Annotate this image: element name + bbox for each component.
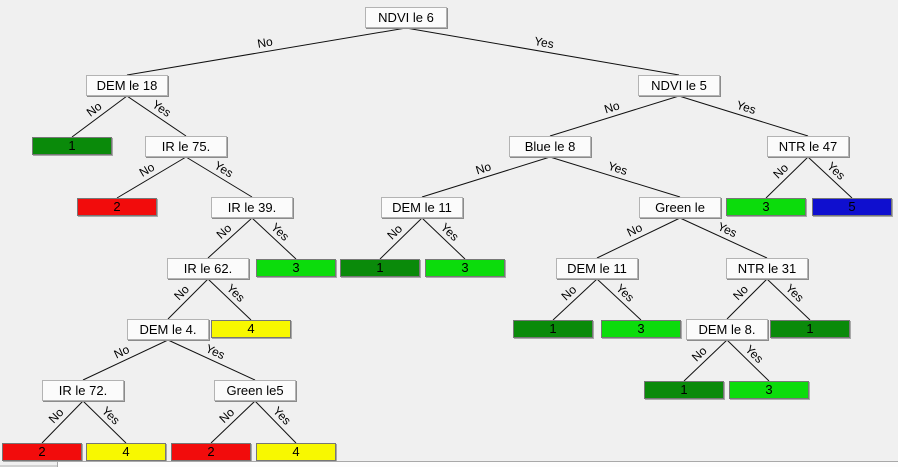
edge-label-yes: Yes [268,220,292,244]
tree-edge [726,339,770,382]
tree-edge [678,95,809,137]
leaf-node-class-1[interactable]: 1 [340,259,420,277]
edge-label-yes: Yes [99,404,123,428]
edge-label-yes: Yes [224,281,248,305]
decision-node-green-le[interactable]: Green le [639,197,721,218]
tree-edge [596,278,642,321]
edge-label-yes: Yes [533,34,555,51]
tree-edge [207,278,252,321]
tree-edge [421,217,466,260]
leaf-node-class-2[interactable]: 2 [171,443,251,461]
decision-node-dem-le-8[interactable]: DEM le 8. [686,319,768,340]
decision-node-ir-le-72[interactable]: IR le 72. [42,380,124,401]
tree-edge [726,278,768,320]
tree-edge [549,156,681,198]
tree-edge [807,156,853,199]
decision-node-dem-le-11[interactable]: DEM le 11 [556,258,638,279]
decision-node-ir-le-39[interactable]: IR le 39. [211,197,293,218]
tree-edge [549,95,680,137]
tree-edge [167,278,209,320]
leaf-node-class-4[interactable]: 4 [211,320,291,338]
decision-node-blue-le-8[interactable]: Blue le 8 [509,136,591,157]
tree-edge [421,156,551,198]
leaf-node-class-1[interactable]: 1 [770,320,850,338]
leaf-node-class-2[interactable]: 2 [77,198,157,216]
decision-node-dem-le-11[interactable]: DEM le 11 [381,197,463,218]
leaf-node-class-1[interactable]: 1 [644,381,724,399]
edge-label-yes: Yes [212,158,236,180]
leaf-node-class-4[interactable]: 4 [256,443,336,461]
leaf-node-class-3[interactable]: 3 [256,259,336,277]
edge-label-no: No [689,343,710,364]
leaf-node-class-3[interactable]: 3 [601,320,681,338]
tree-edge [679,217,768,259]
edge-label-yes: Yes [438,220,462,244]
tree-edge [552,278,598,321]
tree-edge [683,339,728,382]
decision-node-ntr-le-31[interactable]: NTR le 31 [726,258,808,279]
leaf-node-class-1[interactable]: 1 [32,137,112,155]
edge-label-no: No [46,405,67,426]
tree-edge [254,400,297,444]
decision-node-green-le5[interactable]: Green le5 [214,380,296,401]
edge-label-no: No [256,34,274,50]
tree-edge [82,339,169,381]
tree-edge [185,156,253,198]
tree-edge [765,156,809,199]
edge-label-yes: Yes [715,219,739,240]
leaf-node-class-4[interactable]: 4 [86,443,166,461]
decision-node-ntr-le-47[interactable]: NTR le 47 [767,136,849,157]
tree-edge [116,156,187,199]
tree-edge [126,27,407,76]
decision-node-dem-le-18[interactable]: DEM le 18 [86,75,168,96]
tree-edge [766,278,811,321]
decision-node-ir-le-75[interactable]: IR le 75. [145,136,227,157]
leaf-node-class-2[interactable]: 2 [2,443,82,461]
tree-edge [126,95,187,137]
tree-edge [379,217,423,260]
leaf-node-class-3[interactable]: 3 [425,259,505,277]
edge-label-yes: Yes [613,281,637,305]
tree-edge [251,217,297,260]
edge-label-no: No [625,220,645,239]
tree-edge [167,339,256,381]
edge-label-no: No [137,160,158,180]
tree-edge [207,217,253,259]
edge-label-no: No [171,282,192,303]
leaf-node-class-5[interactable]: 5 [812,198,892,216]
edge-label-yes: Yes [783,281,807,305]
leaf-node-class-3[interactable]: 3 [726,198,806,216]
edge-label-yes: Yes [270,404,294,428]
tree-edge [71,95,128,138]
decision-node-ir-le-62[interactable]: IR le 62. [167,258,249,279]
edge-label-yes: Yes [735,98,758,117]
edge-label-yes: Yes [824,159,848,183]
edge-label-yes: Yes [606,159,629,178]
edge-label-yes: Yes [203,341,227,362]
edge-label-yes: Yes [150,97,174,120]
tree-edge [82,400,127,444]
tree-edge [41,400,84,444]
decision-node-dem-le-4[interactable]: DEM le 4. [127,319,209,340]
edge-label-no: No [216,405,237,426]
tree-edge [596,217,681,259]
edge-label-no: No [384,221,405,242]
leaf-node-class-3[interactable]: 3 [729,381,809,399]
decision-node-ndvi-le-5[interactable]: NDVI le 5 [638,75,720,96]
edge-label-no: No [84,99,105,120]
edge-label-no: No [602,98,621,116]
edge-label-no: No [214,221,235,242]
edge-label-yes: Yes [742,342,766,366]
tree-edge [405,27,680,76]
edge-label-no: No [558,282,579,303]
tree-edge [210,400,256,444]
decision-node-ndvi-le-6[interactable]: NDVI le 6 [365,7,447,28]
edge-label-no: No [730,282,751,303]
edge-label-no: No [112,342,132,361]
edge-label-no: No [474,159,493,177]
edge-label-no: No [770,160,791,181]
lower-panel-top-edge [57,461,898,467]
leaf-node-class-1[interactable]: 1 [513,320,593,338]
